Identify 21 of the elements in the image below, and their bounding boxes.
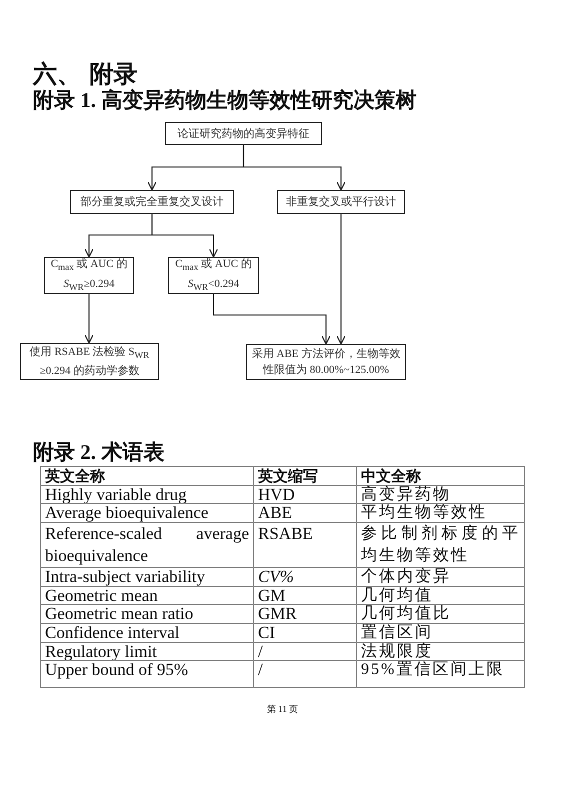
process-box: 使用 RSABE 法检验 S$_{WR}$ ≥0.294 的药动学参数 — [20, 343, 159, 380]
process-box: 采用 ABE 方法评价，生物等效性限值为 80.00%~125.00% — [246, 344, 406, 380]
process-box: 非重复交叉或平行设计 — [277, 190, 405, 214]
process-box: 论证研究药物的高变异特征 — [165, 122, 322, 145]
title: 附录 1. 高变异药物生物等效性研究决策树 — [33, 87, 416, 114]
page-number: 第 11 页 — [266, 703, 300, 716]
table-cell: 中文全称 — [356, 466, 525, 486]
table-cell: 95%置信区间上限 — [356, 660, 525, 688]
arrow — [84, 294, 94, 344]
section-heading: 六、 附录 — [33, 59, 138, 88]
table-cell: 英文全称 — [40, 466, 254, 486]
table-cell: 英文缩写 — [253, 466, 357, 486]
process-box: 部分重复或完全重复交叉设计 — [70, 190, 234, 214]
arrow — [151, 214, 218, 258]
arrow — [212, 294, 331, 345]
process-box: C$_{max}$ 或 AUC 的 S$_{WR}$<0.294 — [168, 257, 259, 294]
table-cell: Upper bound of 95% — [40, 660, 254, 688]
section-heading: 附录 2. 术语表 — [33, 439, 164, 466]
process-box: C$_{max}$ 或 AUC 的 S$_{WR}$≥0.294 — [44, 257, 134, 294]
arrow — [336, 214, 346, 345]
arrow — [242, 145, 346, 191]
